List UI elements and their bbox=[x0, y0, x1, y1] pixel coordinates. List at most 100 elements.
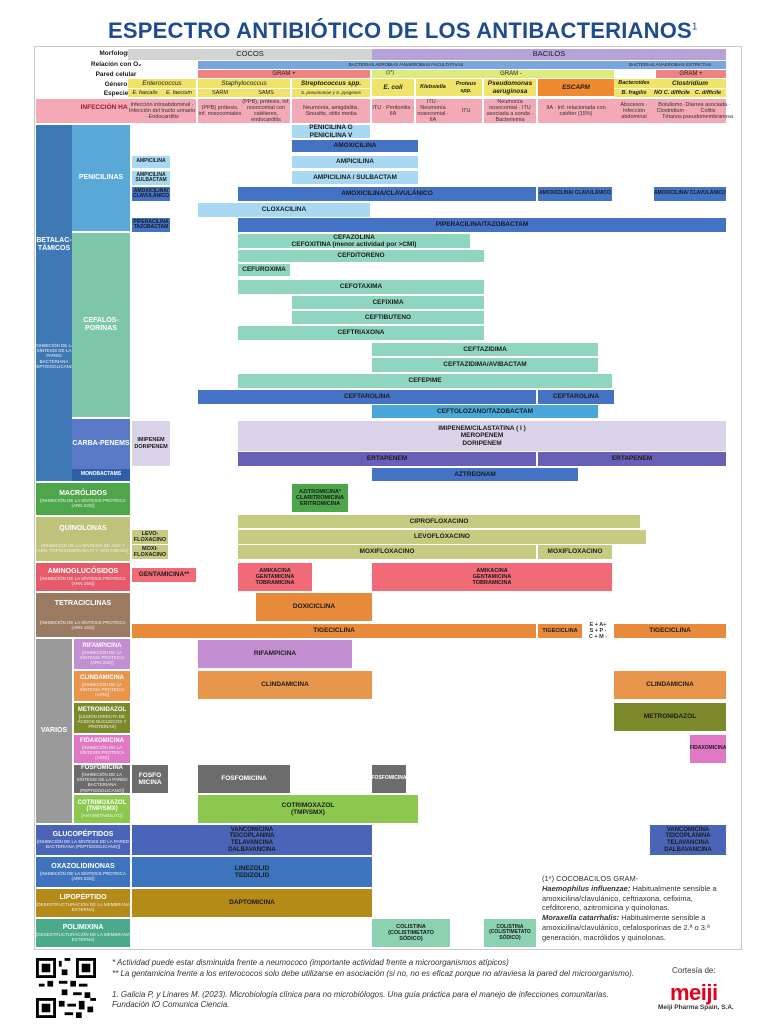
category-metronidazol: METRONIDAZOL[LESIÓN DIRECTA DE ÁCIDOS NU… bbox=[74, 703, 130, 733]
drug-ceftolozano: CEFTOLOZANO/TAZOBACTAM bbox=[372, 405, 598, 418]
genero-pseudomonas: Pseudomonas aeruginosa bbox=[484, 79, 536, 96]
drug-ceftarolina-b: CEFTAROLINA bbox=[538, 390, 614, 404]
drug-penicilina-g: PENICILINA G PENICILINA V bbox=[292, 124, 370, 139]
category-clindamicina: CLINDAMICINA[INHIBICIÓN DE LA SÍNTESIS P… bbox=[74, 671, 130, 701]
category-quinolonas: QUINOLONAS[INHIBICIÓN DE LA SÍNTESIS DE … bbox=[36, 517, 130, 561]
drug-ceftriaxona: CEFTRIAXONA bbox=[238, 326, 484, 340]
brand-sub: Meiji Pharma Spain, S.A. bbox=[658, 1004, 734, 1011]
drug-gentamicina: GENTAMICINA** bbox=[132, 568, 196, 582]
drug-amoxclav: AMOXICILINA/CLAVULÁNICO bbox=[238, 187, 536, 201]
relacion-anaerobias: BACTERIAS ANAEROBIAS ESTRICTAS bbox=[614, 61, 726, 69]
drug-ceftazavi: CEFTAZIDIMA/AVIBACTAM bbox=[372, 358, 598, 372]
category-tetraciclinas: TETRACICLINAS[INHIBICIÓN DE LA SÍNTESIS … bbox=[36, 593, 130, 637]
cortesia-label: Cortesía de: bbox=[672, 966, 716, 975]
pared-gram-pos-2: GRAM + bbox=[656, 70, 726, 78]
infeccion-strep: Neumonía, amigdalitis, Sinusitis, otitis… bbox=[292, 99, 370, 123]
drug-pipetazo-s: PIPERACILINA TAZOBACTAM bbox=[132, 218, 170, 232]
drug-colistina-b: COLISTINA (COLISTIMETATO SÓDICO) bbox=[484, 919, 536, 947]
genero-clostridium: Clostridium bbox=[654, 79, 726, 88]
infeccion-cdiff: Diarrea asociada · Colitis pseudomembran… bbox=[683, 99, 733, 123]
row-label-pared: Pared celular bbox=[95, 71, 137, 78]
chart-panel bbox=[34, 46, 742, 950]
row-label-infeccion: INFECCIÓN HABITUAL bbox=[80, 104, 152, 111]
footnote-3: 1. Galicia P, y Linares M. (2023). Micro… bbox=[112, 990, 609, 1009]
page-title: ESPECTRO ANTIBIÓTICO DE LOS ANTIBACTERIA… bbox=[108, 18, 698, 43]
drug-vancomicina: VANCOMICINA TEICOPLANINA TELAVANCINA DAL… bbox=[132, 825, 372, 855]
drug-moxifloxacino: MOXIFLOXACINO bbox=[238, 545, 536, 559]
infeccion-sarm: (PPB) prótesis, inf. nosocomiales bbox=[198, 99, 242, 123]
infeccion-pseudomonas: Neumonía nosocomial · ITU asociada a son… bbox=[484, 99, 536, 123]
drug-moxifloxacino-b: MOXIFLOXACINO bbox=[538, 545, 612, 559]
infeccion-ecoli: ITU · Peritonitis · IIA bbox=[372, 99, 414, 123]
drug-amoxicilina: AMOXICILINA bbox=[292, 140, 418, 152]
genero-klebsiella: Klebsiella bbox=[416, 79, 450, 96]
category-betalactamicos: BETALAC-TÁMICOS [INHIBICIÓN DE LA SÍNTES… bbox=[32, 125, 76, 481]
drug-ertapenem-b: ERTAPENEM bbox=[538, 452, 726, 466]
drug-vancomicina-b: VANCOMICINA TEICOPLANINA TELAVANCINA DAL… bbox=[650, 825, 726, 855]
genero-streptococcus: Streptococcus spp. bbox=[292, 79, 370, 88]
infeccion-proteus: ITU bbox=[450, 99, 482, 123]
drug-ciprofloxacino: CIPROFLOXACINO bbox=[238, 515, 640, 528]
drug-fosfomicina: FOSFOMICINA bbox=[198, 765, 290, 793]
qr-code-icon bbox=[36, 958, 96, 1018]
drug-ertapenem: ERTAPENEM bbox=[238, 452, 536, 466]
genero-proteus: Proteus spp. bbox=[450, 79, 482, 96]
infeccion-bacteroides: Abscesos · Infección abdominal bbox=[614, 99, 654, 123]
category-varios: VARIOS bbox=[36, 639, 72, 823]
drug-metronidazol: METRONIDAZOL bbox=[614, 703, 726, 731]
drug-linezolid: LINEZOLID TEDIZOLID bbox=[132, 857, 372, 887]
category-macrolidos: MACRÓLIDOS[INHIBICIÓN DE LA SÍNTESIS PRO… bbox=[36, 483, 130, 515]
drug-ampi-sulb: AMPICILINA / SULBACTAM bbox=[292, 171, 418, 184]
especie-efaecalis: E. faecalis bbox=[128, 89, 162, 97]
category-cotrimoxazol: COTRIMOXAZOL (TMP/SMX)[ANTIMETABOLITO] bbox=[74, 795, 130, 823]
drug-fosfomicina-b: FOSFOMICINA bbox=[372, 765, 407, 793]
genero-bacteroides: Bacteroides bbox=[614, 79, 654, 88]
category-penicilinas: PENICILINAS bbox=[72, 125, 130, 231]
drug-rifampicina: RIFAMPICINA bbox=[198, 640, 352, 668]
category-monobactams: MONOBACTAMS bbox=[72, 469, 130, 481]
row-label-genero: Género bbox=[104, 81, 128, 88]
pared-gram-neg: GRAM - bbox=[408, 70, 614, 78]
drug-doxiciclina: DOXICICLINA bbox=[256, 593, 372, 621]
morfologia-bacilos: BACILOS bbox=[372, 49, 726, 60]
drug-ampicilina: AMPICILINA bbox=[292, 156, 418, 168]
infeccion-enterococcus: Infección intraabdominal · Infección del… bbox=[128, 99, 196, 123]
genero-staphylococcus: Staphylococcus bbox=[198, 79, 290, 88]
especie-sarm: SARM bbox=[198, 89, 242, 97]
morfologia-cocos: COCOS bbox=[128, 49, 372, 60]
drug-cotrimoxazol: COTRIMOXAZOL (TMP/SMX) bbox=[198, 795, 418, 823]
row-label-relacion: Relación con O₂ bbox=[90, 61, 142, 68]
especie-nocdiff: NO C. difficile bbox=[654, 89, 690, 97]
drug-amikacina-b: AMIKACINA GENTAMICINA TOBRAMICINA bbox=[372, 563, 612, 591]
row-label-morfologia: Morfología bbox=[99, 50, 133, 57]
drug-imipenem-s: IMIPENEM DORIPENEM bbox=[132, 421, 170, 466]
infeccion-sams: (PPB), prótesis, inf. nosocomial con cat… bbox=[242, 98, 290, 124]
drug-clindamicina-b: CLINDAMICINA bbox=[614, 671, 726, 699]
drug-ceftibuteno: CEFTIBUTENO bbox=[292, 311, 484, 324]
drug-azitromicina: AZITROMICINA* CLARITROMICINA ERITROMICIN… bbox=[292, 484, 348, 512]
drug-colistina: COLISTINA (COLISTIMETATO SÓDICO) bbox=[372, 919, 450, 947]
drug-ampicilina-s: AMPICILINA bbox=[132, 156, 170, 168]
drug-cloxacilina: CLOXACILINA bbox=[198, 203, 370, 217]
pared-gram-pos: GRAM + bbox=[198, 70, 370, 78]
category-polimixina: POLIMIXINA[DESESTRUCTURACIÓN DE LA MEMBR… bbox=[36, 919, 130, 947]
footnote-1: * Actividad puede estar disminuida frent… bbox=[112, 958, 509, 967]
drug-moxi-s: MOXI- FLOXACINO bbox=[132, 545, 168, 559]
drug-cefixima: CEFIXIMA bbox=[292, 296, 484, 309]
infeccion-klebsiella: ITU · Neumonía nosocomial · IIA bbox=[416, 98, 450, 124]
drug-cefotaxima: CEFOTAXIMA bbox=[238, 280, 484, 294]
category-rifampicina: RIFAMPICINA[INHIBICIÓN DE LA SÍNTESIS PR… bbox=[74, 639, 130, 669]
infeccion-escapm: IIA · Inf. relacionada con catéter (15%) bbox=[538, 99, 614, 123]
drug-amoxclav-b: AMOXICILINA/ CLAVULÁNICO bbox=[538, 187, 612, 201]
category-fidaxomicina: FIDAXOMICINA[INHIBICIÓN DE LA SÍNTESIS P… bbox=[74, 735, 130, 763]
category-carbapenems: CARBA-PENEMS bbox=[72, 419, 130, 469]
especie-bfragilis: B. fragilis bbox=[614, 89, 654, 97]
drug-imipenem: IMIPENEM/CILASTATINA ( I ) MEROPENEM DOR… bbox=[238, 421, 726, 451]
especie-strep: S. pneumoniae y S. pyogenes bbox=[292, 89, 370, 97]
drug-ceftazidima: CEFTAZIDIMA bbox=[372, 343, 598, 356]
drug-tige-note: E + A+ S + P - C + M - bbox=[584, 620, 612, 642]
gram-note: (1*) COCOBACILOS GRAM- Haemophilus influ… bbox=[542, 874, 717, 942]
drug-cefuroxima: CEFUROXIMA bbox=[238, 264, 290, 276]
infeccion-nocdiff: Botulismo · Clostridium · Tétanos bbox=[654, 99, 690, 123]
drug-fosfo-s: FOSFO MICINA bbox=[132, 765, 168, 793]
